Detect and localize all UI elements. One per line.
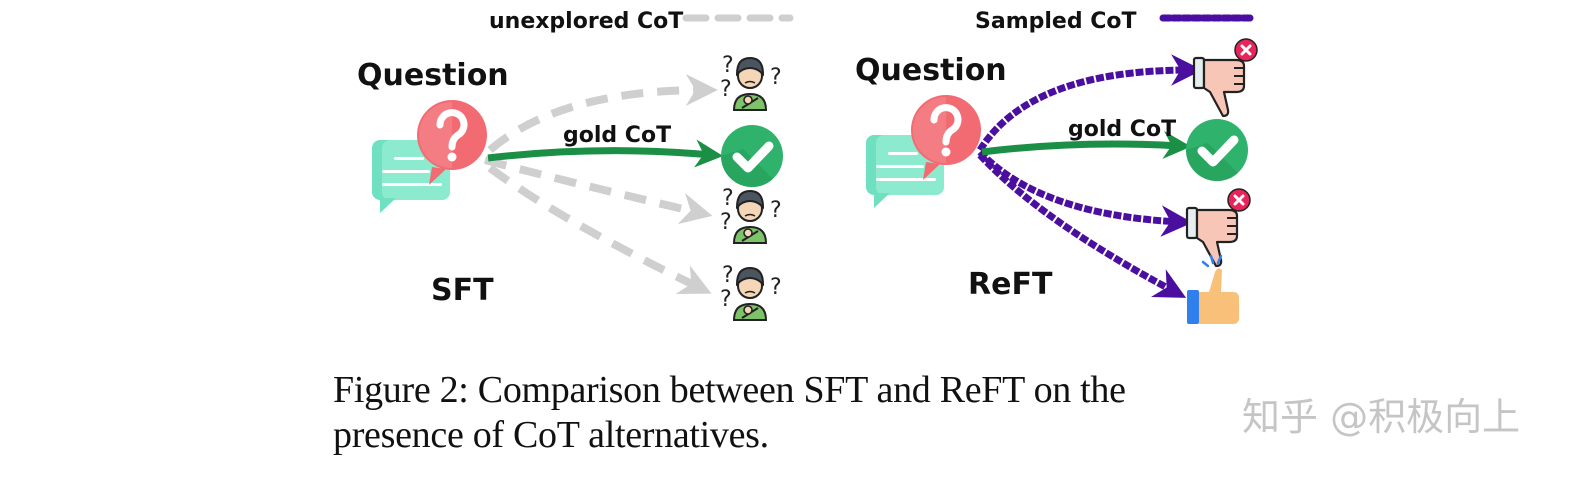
legend-unexplored-label: unexplored CoT [489, 9, 683, 34]
watermark: 知乎 @积极向上 [1242, 395, 1521, 439]
thumbs-up-icon [1185, 254, 1241, 326]
caption-line-2: presence of CoT alternatives. [333, 414, 769, 456]
sft-method-label: SFT [431, 273, 494, 308]
question-bubble-icon [866, 95, 981, 208]
confused-person-icon [719, 52, 783, 111]
confused-person-icon [719, 185, 783, 244]
sampled-path-3 [977, 152, 1187, 298]
figure-caption: Figure 2: Comparison between SFT and ReF… [333, 368, 1126, 458]
confused-person-icon [719, 262, 783, 321]
unexplored-path-1 [487, 74, 718, 154]
sft-panel: Question gold CoT SFT [357, 52, 783, 321]
unexplored-path-2 [483, 156, 713, 225]
reft-gold-label: gold CoT [1068, 117, 1176, 142]
sft-question-label: Question [357, 58, 509, 93]
caption-line-1: Figure 2: Comparison between SFT and ReF… [333, 369, 1126, 411]
reft-method-label: ReFT [968, 267, 1053, 302]
sampled-path-2 [977, 149, 1193, 237]
legend-sampled-label: Sampled CoT [975, 9, 1137, 34]
question-bubble-icon [372, 100, 487, 213]
thumbs-down-wrong-icon [1185, 187, 1252, 268]
sft-gold-label: gold CoT [563, 123, 671, 148]
gold-path [487, 139, 724, 168]
gold-path [981, 131, 1192, 159]
correct-check-icon [1186, 119, 1248, 181]
thumbs-down-wrong-icon [1192, 37, 1259, 118]
correct-check-icon [721, 125, 783, 187]
reft-panel: Question gold CoT ReFT [855, 37, 1259, 326]
sft-vs-reft-diagram: ? ? ? unexplored CoT Sampled CoT [357, 9, 1259, 326]
sampled-path-1 [977, 54, 1203, 152]
reft-question-label: Question [855, 53, 1007, 88]
